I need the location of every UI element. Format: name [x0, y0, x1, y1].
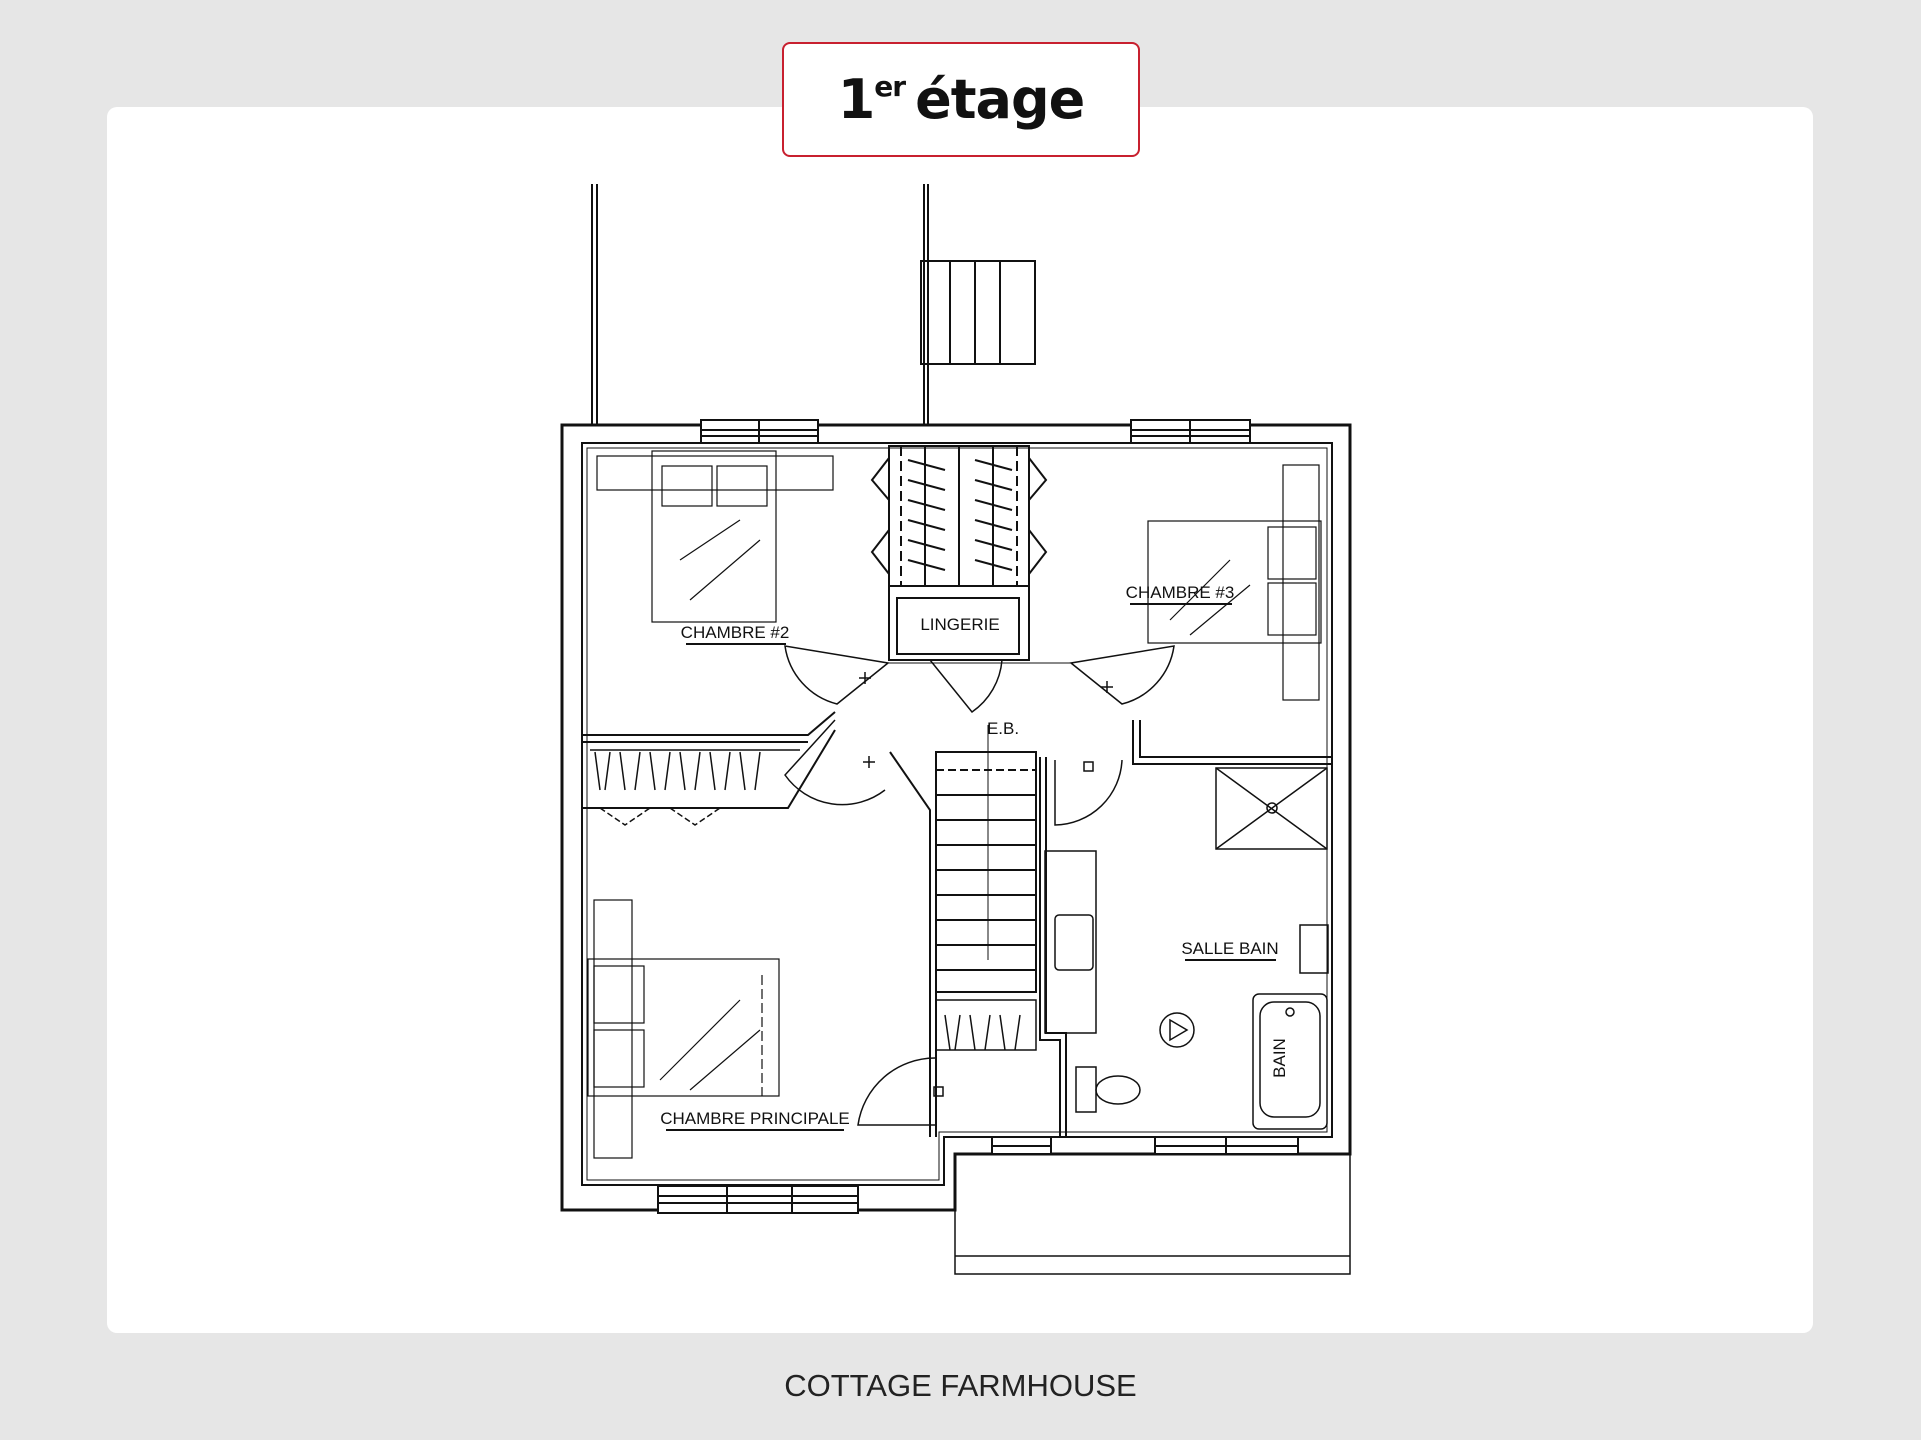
label-eb: E.B. [987, 719, 1019, 738]
windows [657, 419, 1299, 1214]
ceiling-lights [859, 672, 1113, 1097]
label-bain: BAIN [1270, 1038, 1289, 1078]
room-labels: CHAMBRE #2 CHAMBRE #3 LINGERIE E.B. SALL… [660, 583, 1289, 1131]
porch [954, 1154, 1351, 1275]
label-chambre-2: CHAMBRE #2 [681, 623, 790, 642]
bathroom-fixtures [1044, 767, 1329, 1130]
exterior-stairs [920, 260, 1036, 365]
exterior-walls [560, 423, 1352, 1212]
label-salle-bain: SALLE BAIN [1181, 939, 1278, 958]
label-chambre-principale: CHAMBRE PRINCIPALE [660, 1109, 850, 1128]
upper-lines [591, 184, 929, 425]
label-chambre-3: CHAMBRE #3 [1126, 583, 1235, 602]
floor-word: étage [915, 68, 1085, 131]
interior-walls [582, 711, 1332, 1137]
walk-in-closets [870, 445, 1048, 587]
floor-suffix: er [874, 70, 906, 103]
furniture [587, 450, 1322, 1159]
content-panel [107, 107, 1813, 1333]
floor-number: 1 [837, 68, 876, 131]
hall-closet [590, 749, 800, 826]
label-lingerie: LINGERIE [920, 615, 999, 634]
doors [784, 645, 1175, 1126]
linen-closet [888, 586, 1030, 661]
interior-stairs [935, 725, 1037, 1051]
model-name: COTTAGE FARMHOUSE [784, 1368, 1137, 1403]
